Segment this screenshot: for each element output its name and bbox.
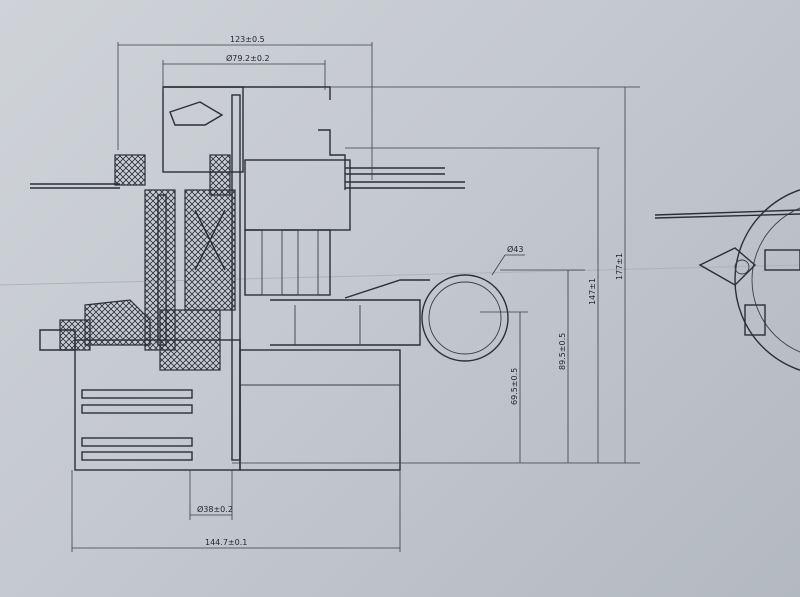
dim-base-width: 144.7±0.1 — [205, 538, 247, 547]
dim-height-69: 69.5±0.5 — [510, 368, 519, 405]
dim-overall-width: 123±0.5 — [230, 35, 265, 44]
dim-height-147: 147±1 — [588, 278, 597, 305]
terminal-pins — [30, 167, 465, 189]
outlet-port — [270, 274, 509, 362]
fold-line — [0, 264, 800, 286]
fan-blade — [169, 101, 224, 126]
dim-outlet-diameter: Ø43 — [507, 244, 523, 254]
armature — [114, 94, 241, 461]
dim-height-177: 177±1 — [615, 253, 624, 280]
dim-height-89: 89.5±0.5 — [558, 333, 567, 370]
side-view — [654, 189, 800, 371]
dimension-lines — [71, 42, 640, 552]
dim-shaft-diameter: Ø38±0.2 — [197, 504, 233, 514]
dim-fan-diameter: Ø79.2±0.2 — [226, 53, 270, 63]
